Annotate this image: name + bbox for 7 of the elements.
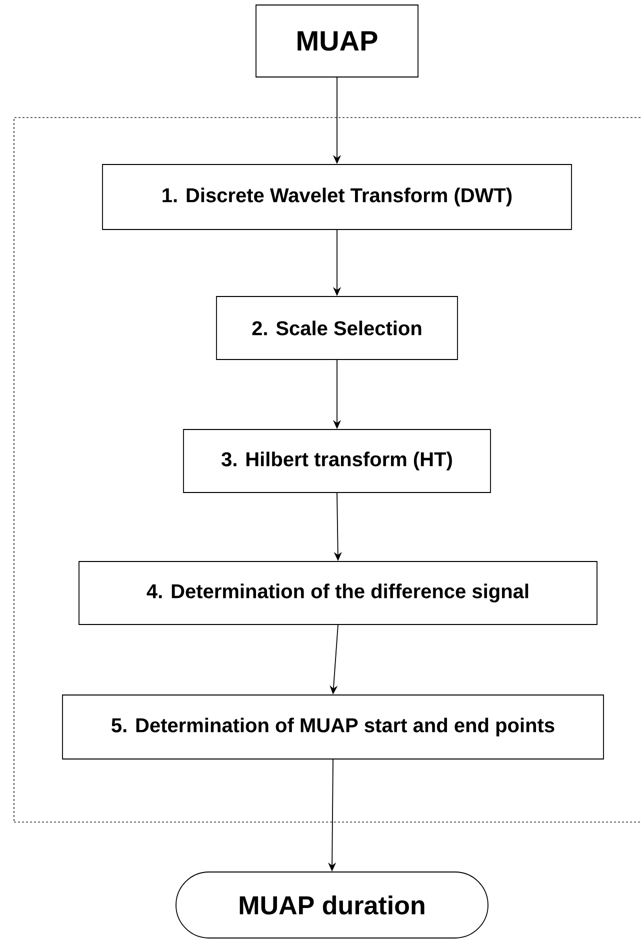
process-box: 5. Determination of MUAP start and end points (62, 694, 604, 760)
process-box: 2. Scale Selection (216, 296, 458, 360)
process-box: 4. Determination of the difference signal (78, 561, 598, 625)
input-box: MUAP (256, 4, 418, 78)
dashed-frame (14, 117, 641, 822)
process-box: 1. Discrete Wavelet Transform (DWT) (102, 164, 572, 230)
process-box: 3. Hilbert transform (HT) (183, 429, 491, 493)
